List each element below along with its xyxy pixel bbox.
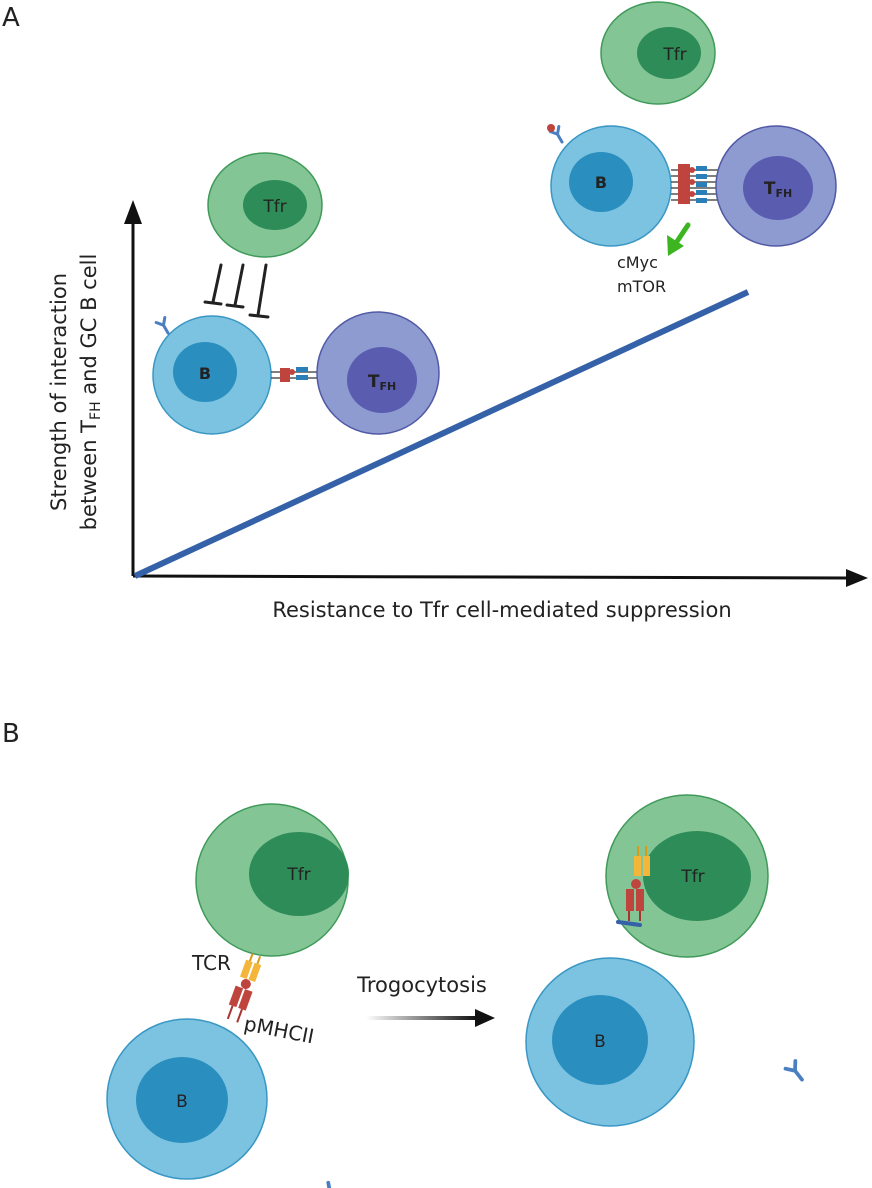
b-label-low: B <box>199 364 211 383</box>
antigen-icon <box>547 124 555 132</box>
captured-tcr-pmhc-icon <box>616 846 650 927</box>
b-cell-after: B <box>525 957 809 1127</box>
pmhcii-label: pMHCII <box>242 1011 316 1048</box>
inhibition-icon <box>203 263 270 319</box>
x-axis-title: Resistance to Tfr cell-mediated suppress… <box>272 598 731 622</box>
tcr-pmhc-complex <box>226 953 262 1023</box>
b-label-high: B <box>595 173 607 192</box>
signal-mtor: mTOR <box>617 277 666 296</box>
tfr-label-before: Tfr <box>286 865 310 885</box>
signal-cmyc: cMyc <box>617 253 658 272</box>
antibody-icon <box>318 1180 345 1188</box>
b-label-after: B <box>594 1032 606 1052</box>
y-axis-title: Strength of interaction between TFH and … <box>47 254 104 531</box>
b-cell-high: B <box>547 124 672 247</box>
trogocytosis-label: Trogocytosis <box>356 973 487 997</box>
tfh-label-low: TFH <box>368 372 396 393</box>
tfr-label-after: Tfr <box>680 867 704 887</box>
tfh-cell-high: TFH <box>715 125 837 247</box>
synapse-receptors-low <box>271 367 318 382</box>
tfh-cell-low: TFH <box>316 311 440 435</box>
tfh-label-high: TFH <box>764 179 792 200</box>
tfr-label-high: Tfr <box>662 45 686 65</box>
x-axis <box>132 574 847 580</box>
antibody-icon <box>783 1059 809 1086</box>
y-axis-title-line1: Strength of interaction <box>47 273 71 511</box>
trogocytosis-arrow <box>366 1009 495 1027</box>
synapse-receptors-high <box>671 164 720 204</box>
y-axis-arrowhead <box>124 200 142 224</box>
b-label-before: B <box>176 1092 188 1112</box>
tfr-cell-high: Tfr <box>600 1 716 105</box>
tfr-cell-before: Tfr <box>195 803 349 957</box>
panel-b-label: B <box>2 719 20 749</box>
tfr-cell-after: Tfr <box>605 794 769 958</box>
green-arrow-icon <box>667 222 691 256</box>
trend-line <box>133 289 750 579</box>
y-axis-title-line2: between TFH and GC B cell <box>77 254 104 531</box>
tcr-label: TCR <box>191 951 231 975</box>
panel-a-label: A <box>2 3 20 33</box>
x-axis-arrowhead <box>846 569 868 587</box>
b-cell-low: B <box>152 315 272 435</box>
b-cell-before: B <box>106 1018 345 1188</box>
tfr-cell-low: Tfr <box>207 152 323 258</box>
tfr-label-low: Tfr <box>262 197 286 217</box>
